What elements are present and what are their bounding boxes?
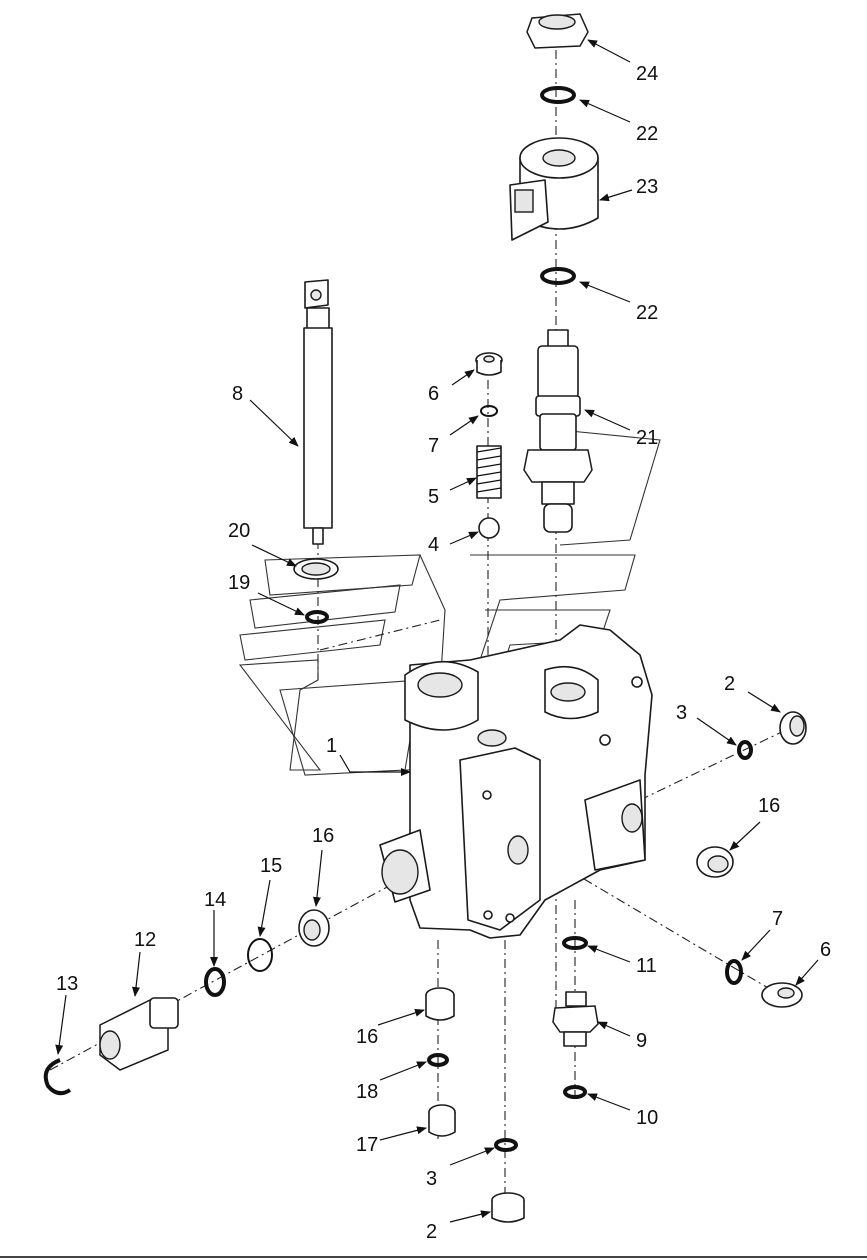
- callout-15: 15: [260, 855, 282, 877]
- callout-24: 24: [636, 63, 658, 85]
- part-18-o-ring: [427, 1053, 449, 1067]
- part-14-o-ring: [204, 967, 226, 997]
- callout-21: 21: [636, 427, 658, 449]
- part-11-o-ring: [562, 936, 588, 950]
- callout-16-right: 16: [758, 795, 780, 817]
- callout-2-right: 2: [724, 673, 735, 695]
- callout-12: 12: [134, 929, 156, 951]
- part-6-plug-upper: [475, 352, 503, 376]
- callout-10: 10: [636, 1107, 658, 1129]
- callout-23: 23: [636, 176, 658, 198]
- part-15-washer: [247, 938, 273, 972]
- callout-22-upper: 22: [636, 123, 658, 145]
- part-9-fitting: [552, 991, 599, 1047]
- callout-7-right: 7: [772, 908, 783, 930]
- part-1-valve-body: [379, 624, 653, 939]
- callout-13: 13: [56, 973, 78, 995]
- callout-16-bottom: 16: [356, 1026, 378, 1048]
- part-3-o-ring-bottom: [494, 1138, 518, 1152]
- callout-4: 4: [428, 534, 439, 556]
- callout-7-upper: 7: [428, 435, 439, 457]
- callout-17: 17: [356, 1134, 378, 1156]
- part-12-fitting: [99, 997, 179, 1071]
- part-16-plug-left: [298, 909, 330, 947]
- callout-16-left: 16: [312, 825, 334, 847]
- callout-20: 20: [228, 520, 250, 542]
- part-10-o-ring: [563, 1085, 587, 1099]
- part-22-o-ring-lower: [540, 267, 576, 285]
- part-21-cartridge-valve: [523, 329, 593, 533]
- part-16-plug-right: [696, 846, 734, 878]
- leader-lines: [55, 39, 819, 1223]
- part-4-ball: [478, 517, 500, 539]
- callout-18: 18: [356, 1081, 378, 1103]
- part-8-spool: [303, 279, 333, 545]
- callout-6-upper: 6: [428, 383, 439, 405]
- callout-labels: 24 22 23 22 6 8 7 21 5 4 20 19 2 3 1 16 …: [56, 63, 831, 1243]
- callout-6-right: 6: [820, 939, 831, 961]
- callout-19: 19: [228, 572, 250, 594]
- part-23-solenoid-coil: [509, 137, 599, 241]
- part-2-plug-right: [779, 711, 807, 745]
- part-16-plug-bottom: [425, 987, 455, 1021]
- callout-2-bottom: 2: [426, 1221, 437, 1243]
- part-13-snap-ring: [43, 1058, 72, 1096]
- callout-3-right: 3: [676, 702, 687, 724]
- part-20-washer: [293, 558, 339, 580]
- part-3-o-ring-right: [737, 740, 753, 760]
- part-19-o-ring: [305, 610, 329, 624]
- callout-5: 5: [428, 486, 439, 508]
- part-17-plug: [428, 1104, 456, 1137]
- part-6-plug-right: [761, 982, 803, 1008]
- callout-11: 11: [636, 955, 657, 977]
- part-24-hex-nut: [526, 13, 589, 49]
- part-5-spring: [476, 445, 502, 499]
- callout-1: 1: [326, 735, 337, 757]
- part-22-o-ring-upper: [540, 86, 576, 104]
- callout-3-bottom: 3: [426, 1168, 437, 1190]
- callout-8: 8: [232, 383, 243, 405]
- part-2-plug-bottom: [491, 1192, 525, 1223]
- callout-22-lower: 22: [636, 302, 658, 324]
- part-7-o-ring-upper: [480, 405, 498, 417]
- callout-9: 9: [636, 1030, 647, 1052]
- part-7-o-ring-right: [725, 959, 743, 985]
- callout-14: 14: [204, 889, 226, 911]
